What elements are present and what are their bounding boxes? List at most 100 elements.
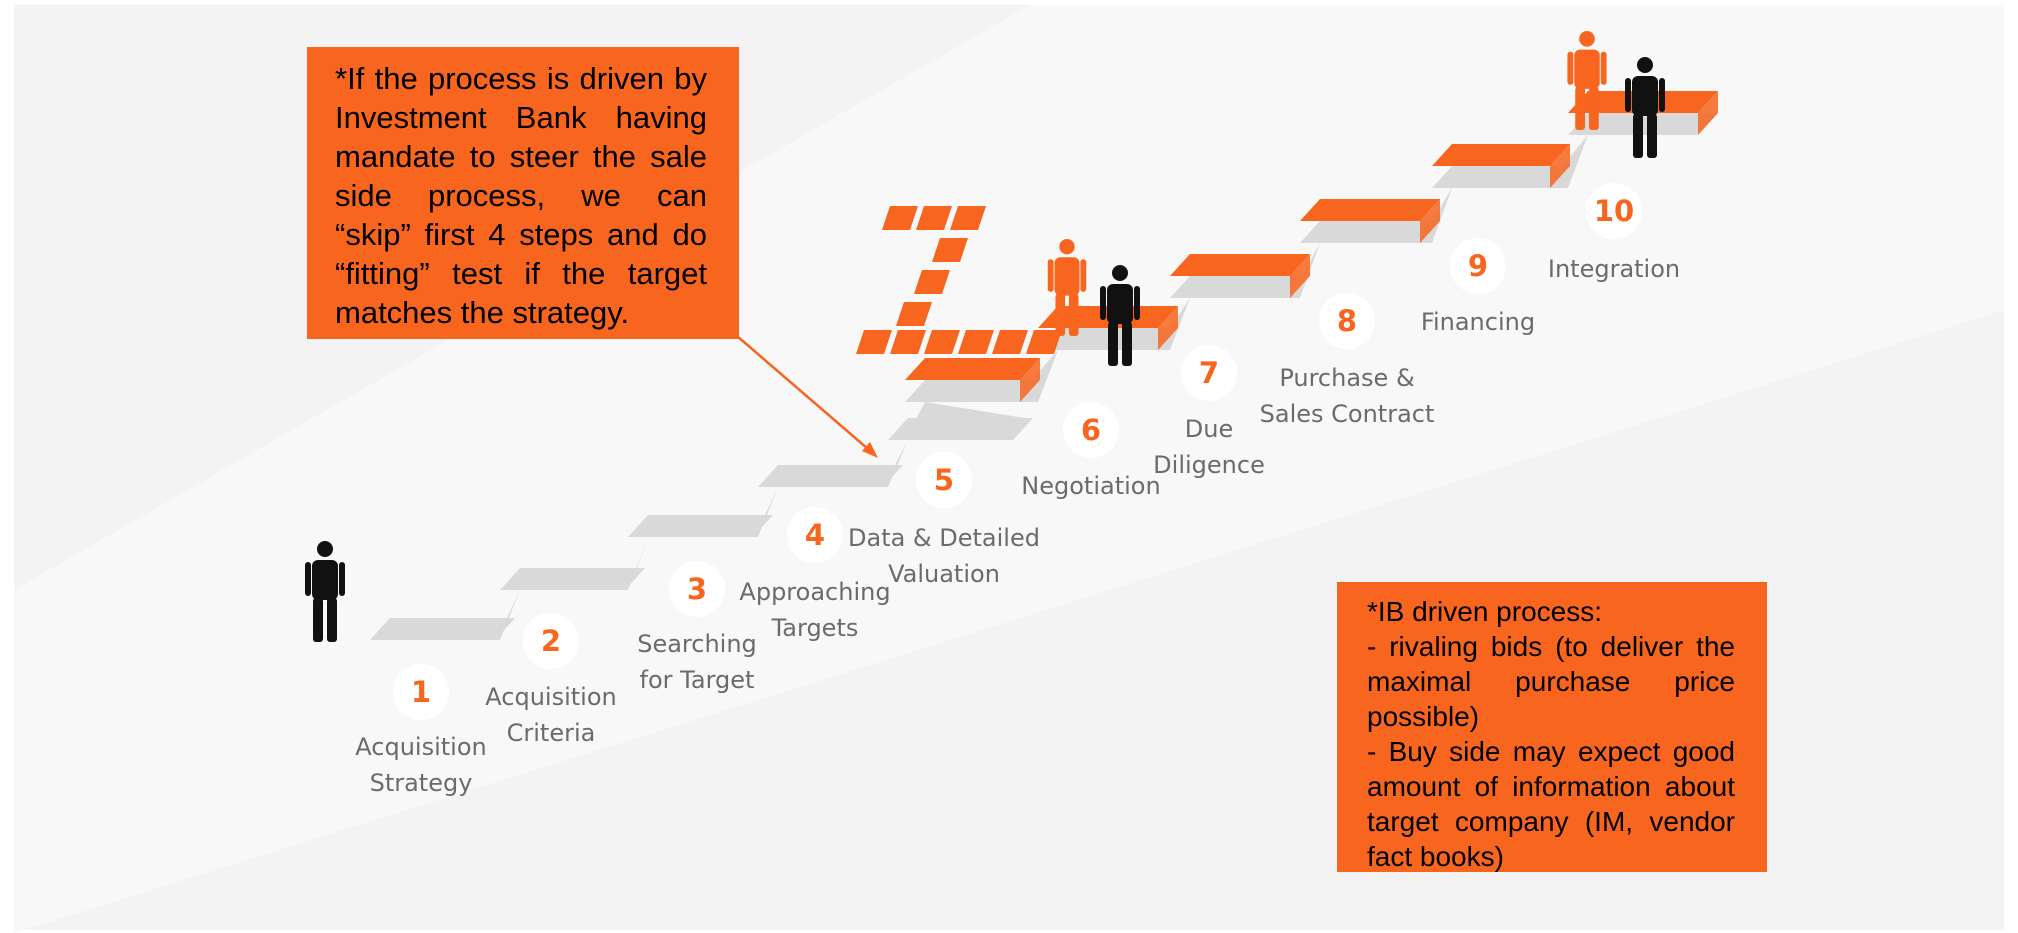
step-label: Diligence bbox=[1153, 451, 1265, 479]
step-number-circle bbox=[393, 664, 449, 720]
step-number-circle bbox=[523, 613, 579, 669]
stair-tread-highlight bbox=[1170, 254, 1310, 276]
step-label: Purchase & bbox=[1279, 364, 1414, 392]
z-tile bbox=[896, 302, 932, 326]
person-arm bbox=[1625, 78, 1631, 112]
note-ib-skip-steps: *If the process is driven by Investment … bbox=[307, 47, 739, 339]
figures bbox=[305, 31, 1665, 642]
stair-riser-highlight bbox=[1698, 91, 1718, 135]
person-torso bbox=[312, 560, 338, 600]
stair-riser-highlight bbox=[1020, 358, 1040, 402]
stair-riser bbox=[487, 590, 520, 640]
person-arm bbox=[339, 562, 345, 596]
step-number-circle bbox=[787, 507, 843, 563]
callout-arrowhead bbox=[862, 442, 878, 458]
stair-riser bbox=[1412, 188, 1452, 243]
person-arm bbox=[1600, 51, 1607, 85]
letter-z-graphic bbox=[856, 206, 1062, 354]
person-arm bbox=[305, 562, 311, 596]
step-label: Data & Detailed bbox=[848, 524, 1040, 552]
step-number: 4 bbox=[805, 518, 825, 552]
person-head bbox=[317, 541, 333, 557]
callout-arrow bbox=[736, 335, 876, 456]
person-leg bbox=[1055, 293, 1066, 336]
stair-riser bbox=[745, 487, 778, 537]
person-leg bbox=[1633, 114, 1643, 158]
step-label: Sales Contract bbox=[1260, 400, 1435, 428]
person-leg bbox=[313, 598, 323, 642]
step-markers: 1AcquisitionStrategy2AcquisitionCriteria… bbox=[355, 183, 1680, 797]
z-tile bbox=[924, 330, 960, 354]
step-number: 3 bbox=[687, 572, 707, 606]
person-leg bbox=[1122, 322, 1132, 366]
note-bottom-point-1: - rivaling bids (to deliver the maximal … bbox=[1367, 631, 1735, 732]
step-number-circle bbox=[669, 561, 725, 617]
step-label: Criteria bbox=[507, 719, 596, 747]
stair-riser bbox=[905, 402, 1025, 440]
stair-riser bbox=[875, 440, 908, 487]
z-tile bbox=[856, 330, 892, 354]
step-label: Financing bbox=[1421, 308, 1535, 336]
person-leg bbox=[1647, 114, 1657, 158]
stair-riser bbox=[1282, 243, 1320, 298]
person-icon bbox=[1625, 57, 1665, 158]
step-label: Negotiation bbox=[1021, 472, 1160, 500]
step-number: 1 bbox=[411, 675, 431, 709]
z-tile bbox=[882, 206, 918, 230]
stair-tread-highlight bbox=[905, 358, 1040, 380]
person-torso bbox=[1574, 49, 1600, 89]
step-number-circle bbox=[1319, 293, 1375, 349]
step-label: Valuation bbox=[888, 560, 1000, 588]
step-label: Due bbox=[1185, 415, 1233, 443]
step-label: Integration bbox=[1548, 255, 1680, 283]
person-leg bbox=[1588, 86, 1599, 130]
person-leg bbox=[1108, 322, 1118, 366]
z-tile bbox=[1026, 330, 1062, 354]
stair-tread bbox=[758, 465, 903, 487]
stair-tread-highlight bbox=[1432, 144, 1570, 166]
step-label: Searching bbox=[637, 630, 757, 658]
person-torso bbox=[1054, 257, 1080, 296]
person-arm bbox=[1100, 286, 1106, 320]
step-number: 8 bbox=[1337, 304, 1357, 338]
step-number-circle bbox=[1063, 402, 1119, 458]
note-bottom-title: *IB driven process: bbox=[1367, 596, 1602, 627]
stair-tread bbox=[370, 618, 515, 640]
person-arm bbox=[1134, 286, 1140, 320]
stair-riser bbox=[1542, 135, 1588, 188]
step-number-circle bbox=[916, 452, 972, 508]
person-arm bbox=[1080, 259, 1087, 292]
stair-riser-highlight bbox=[1158, 306, 1178, 350]
step-number-circle bbox=[1181, 345, 1237, 401]
stair-tread bbox=[1170, 276, 1310, 298]
stair-riser-highlight bbox=[1550, 144, 1570, 188]
person-icon bbox=[1567, 31, 1607, 130]
stair-tread bbox=[905, 380, 1040, 402]
z-tile bbox=[958, 330, 994, 354]
stair-tread bbox=[1300, 221, 1440, 243]
stair-tread-highlight bbox=[1300, 199, 1440, 221]
person-icon bbox=[305, 541, 345, 642]
stair-tread bbox=[500, 568, 645, 590]
person-icon bbox=[1047, 239, 1087, 336]
stair-riser bbox=[1150, 298, 1190, 350]
step-label: Strategy bbox=[370, 769, 473, 797]
person-torso bbox=[1632, 76, 1658, 116]
step-number-circle bbox=[1586, 183, 1642, 239]
z-tile bbox=[914, 270, 950, 294]
step-number: 5 bbox=[934, 463, 954, 497]
person-torso bbox=[1107, 284, 1133, 324]
stair-tread bbox=[1432, 166, 1570, 188]
stair-riser bbox=[1012, 350, 1058, 402]
person-head bbox=[1112, 265, 1128, 281]
step-label: Targets bbox=[771, 614, 859, 642]
step-label: Acquisition bbox=[485, 683, 616, 711]
